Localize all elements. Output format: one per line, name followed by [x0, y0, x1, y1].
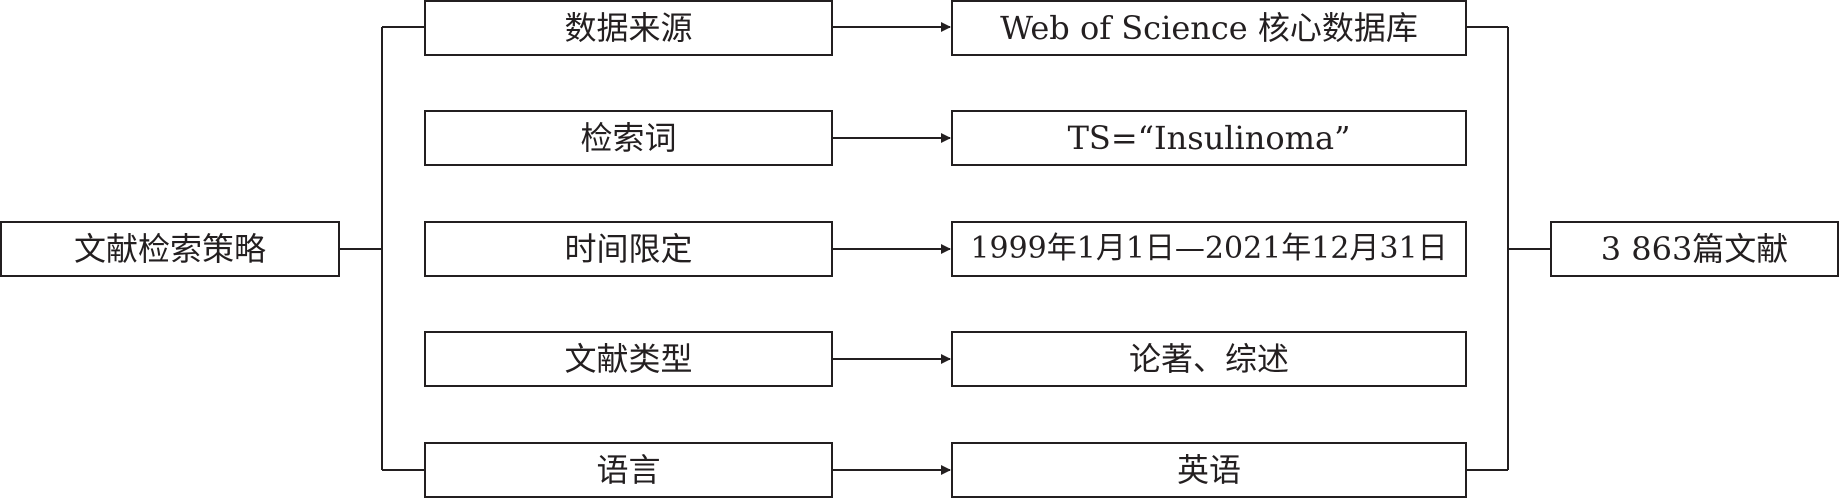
value-label: 1999年1月1日—2021年12月31日	[970, 231, 1448, 266]
value-box: 英语	[951, 442, 1467, 498]
value-box: 1999年1月1日—2021年12月31日	[951, 221, 1467, 277]
value-box: 论著、综述	[951, 331, 1467, 387]
category-label: 文献类型	[564, 340, 693, 378]
category-label: 数据来源	[564, 9, 693, 47]
value-box: Web of Science 核心数据库	[951, 0, 1467, 56]
root-label: 文献检索策略	[73, 230, 266, 268]
value-label: 英语	[1176, 451, 1241, 489]
value-box: TS=“Insulinoma”	[951, 110, 1467, 166]
root-box: 文献检索策略	[0, 221, 340, 277]
category-box: 时间限定	[424, 221, 833, 277]
category-box: 检索词	[424, 110, 833, 166]
category-label: 语言	[596, 451, 661, 489]
category-box: 数据来源	[424, 0, 833, 56]
category-label: 检索词	[580, 119, 677, 157]
category-box: 语言	[424, 442, 833, 498]
category-box: 文献类型	[424, 331, 833, 387]
value-label: 论著、综述	[1128, 340, 1289, 378]
value-label: Web of Science 核心数据库	[1000, 9, 1418, 47]
value-label: TS=“Insulinoma”	[1067, 119, 1351, 157]
result-box: 3 863篇文献	[1550, 221, 1839, 277]
result-label: 3 863篇文献	[1600, 230, 1789, 268]
category-label: 时间限定	[564, 230, 693, 268]
